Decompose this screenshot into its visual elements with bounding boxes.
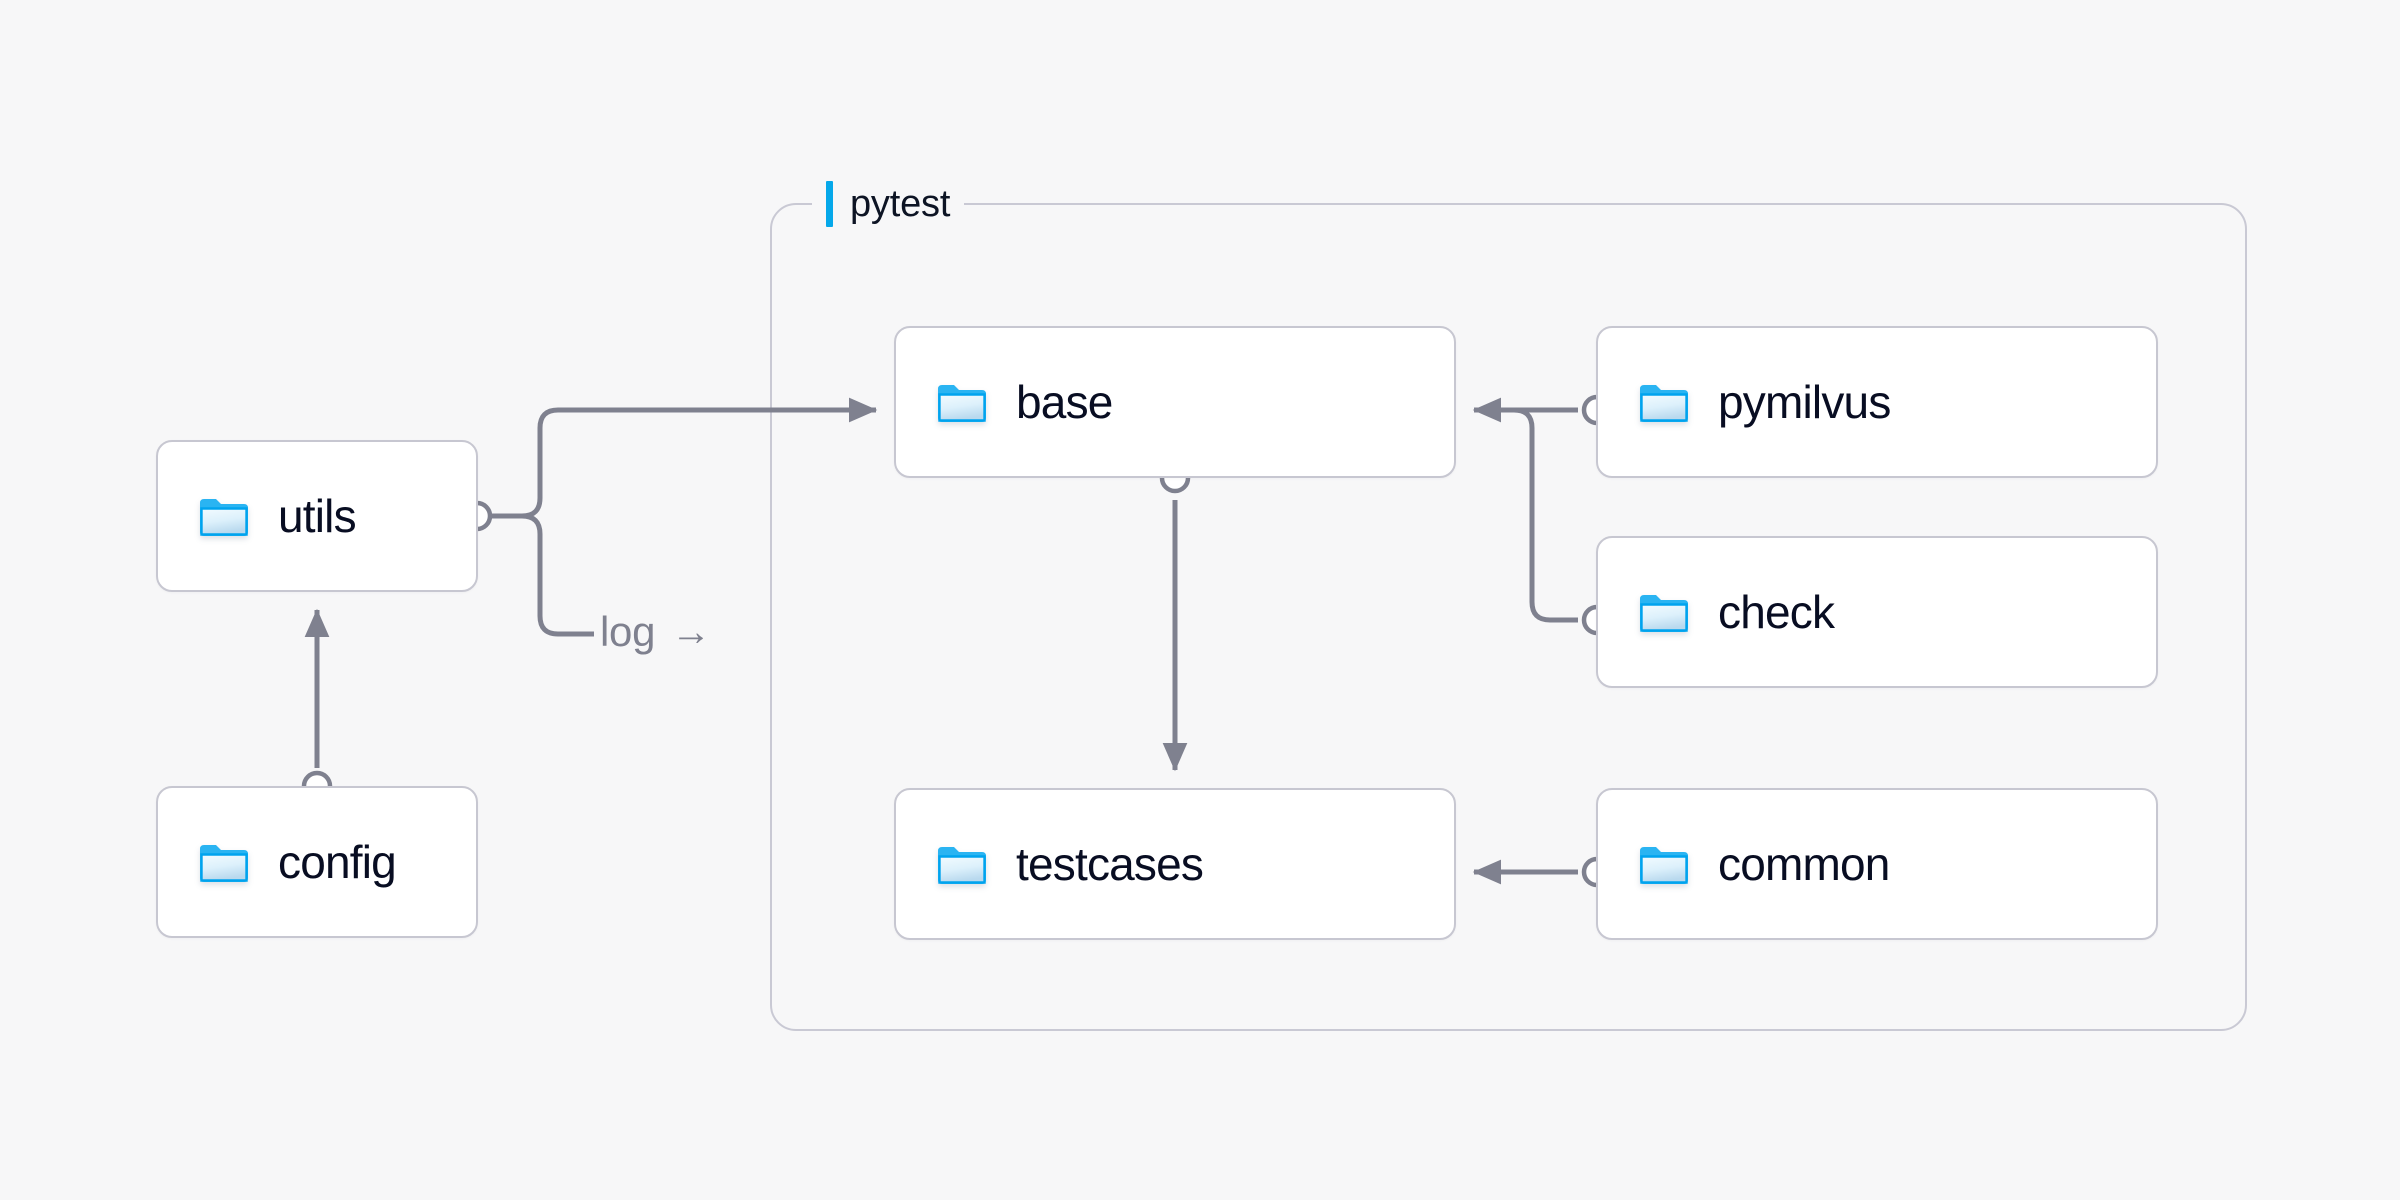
group-accent-bar [826, 181, 833, 227]
folder-icon [936, 842, 988, 886]
folder-icon [1638, 380, 1690, 424]
edge-label-log-arrow-icon: → [671, 610, 711, 654]
folder-icon [198, 494, 250, 538]
folder-icon [936, 380, 988, 424]
group-title-text: pytest [850, 182, 951, 225]
node-common[interactable]: common [1596, 788, 2158, 940]
node-pymilvus[interactable]: pymilvus [1596, 326, 2158, 478]
folder-icon [1638, 590, 1690, 634]
node-label: utils [278, 490, 357, 542]
node-base[interactable]: base [894, 326, 1456, 478]
group-label-pytest: pytest [812, 177, 965, 231]
node-check[interactable]: check [1596, 536, 2158, 688]
folder-icon [1638, 842, 1690, 886]
wire-utils-to-log [488, 513, 594, 637]
edge-label-log-text: log [600, 608, 656, 655]
node-label: config [278, 836, 397, 888]
edge-label-log: log → [600, 608, 711, 656]
node-testcases[interactable]: testcases [894, 788, 1456, 940]
folder-icon [198, 840, 250, 884]
node-label: check [1718, 586, 1835, 638]
node-utils[interactable]: utils [156, 440, 478, 592]
node-label: base [1016, 376, 1113, 428]
group-container-pytest[interactable] [770, 203, 2247, 1031]
node-label: pymilvus [1718, 376, 1891, 428]
node-label: common [1718, 838, 1890, 890]
node-label: testcases [1016, 838, 1204, 890]
node-config[interactable]: config [156, 786, 478, 938]
